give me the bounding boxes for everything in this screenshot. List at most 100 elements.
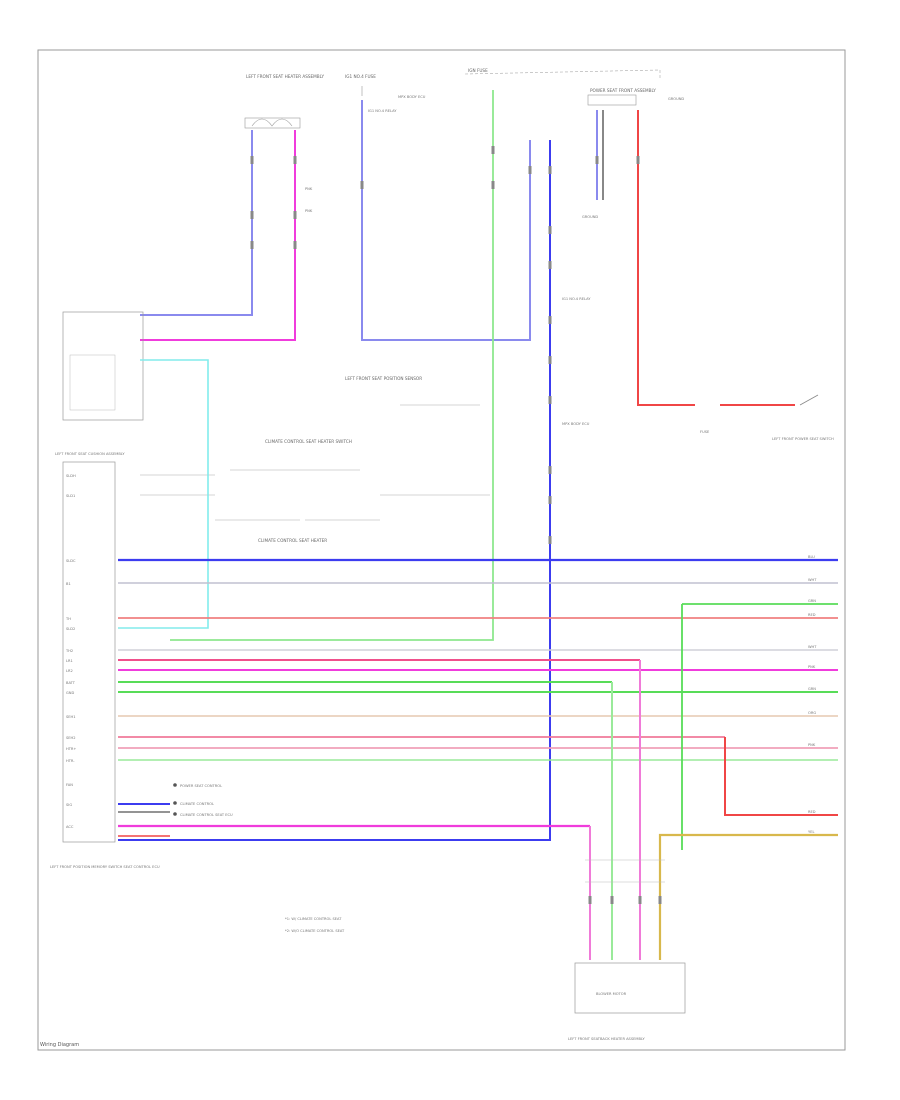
fuse-2-label: IGN FUSE xyxy=(468,68,488,73)
note-2: *2: W/O CLIMATE CONTROL SEAT xyxy=(285,929,345,933)
red-split-label: FUSE xyxy=(700,430,710,434)
connector-mark xyxy=(548,536,552,544)
connector-mark xyxy=(548,261,552,269)
right-switch-label: LEFT FRONT POWER SEAT SWITCH xyxy=(772,437,834,441)
connector-mark xyxy=(636,156,640,164)
pin-label: BATT xyxy=(66,681,76,685)
pin-label: PNK xyxy=(305,209,313,213)
bottom-caption: LEFT FRONT SEATBACK HEATER ASSEMBLY xyxy=(568,1037,645,1041)
ground-top-label: MPX BODY ECU xyxy=(398,95,426,99)
pin-label: PNK xyxy=(305,187,313,191)
connector-mark xyxy=(548,356,552,364)
connector-mark xyxy=(250,211,254,219)
connector-mark xyxy=(360,181,364,189)
connector-mark xyxy=(528,166,532,174)
mid-sensor-label: LEFT FRONT SEAT POSITION SENSOR xyxy=(345,376,422,381)
wire-color-tag: YEL xyxy=(808,830,814,834)
wire-red-right xyxy=(637,110,695,406)
pin-label: B1 xyxy=(66,582,71,586)
connector-mark xyxy=(548,496,552,504)
connector-mark xyxy=(548,226,552,234)
pin-label: HTR- xyxy=(66,759,75,763)
pin-label: SLD1 xyxy=(66,494,75,498)
left-bottom-label: LEFT FRONT POSITION MEMORY SWITCH SEAT C… xyxy=(50,865,160,869)
wire-color-tag: WHT xyxy=(808,578,817,582)
wire-color-tag: GRN xyxy=(808,687,816,691)
pin-label: FAN xyxy=(66,783,73,787)
legend-1: POWER SEAT CONTROL xyxy=(180,784,222,788)
connector-mark xyxy=(610,896,614,904)
connector-mark xyxy=(588,896,592,904)
legend-3: CLIMATE CONTROL SEAT ECU xyxy=(180,813,233,817)
connector-mark xyxy=(293,211,297,219)
note-1: *1: W/ CLIMATE CONTROL SEAT xyxy=(285,917,342,921)
wire-color-tag: ORG xyxy=(808,711,816,715)
bus-wires xyxy=(118,558,838,960)
blue-label-1: IG1 NO.4 RELAY xyxy=(562,297,591,301)
connector-mark xyxy=(491,146,495,154)
footer-code: Wiring Diagram xyxy=(40,1042,79,1048)
blower-label: BLOWER MOTOR xyxy=(596,992,627,996)
pin-label: LR1 xyxy=(66,659,73,663)
pin-label: SLDC xyxy=(66,559,76,563)
legend: POWER SEAT CONTROL CLIMATE CONTROL CLIMA… xyxy=(173,783,233,817)
wire-color-tag: PNK xyxy=(808,743,816,747)
wire-yellow xyxy=(658,833,838,960)
pin-label: TH xyxy=(65,617,71,621)
connector-mark xyxy=(548,466,552,474)
connector-mark xyxy=(293,156,297,164)
pin-label: SIG xyxy=(66,803,72,807)
mid-heater-switch-label: CLIMATE CONTROL SEAT HEATER SWITCH xyxy=(265,439,352,444)
left-box: LEFT FRONT SEAT CUSHION ASSEMBLY LEFT FR… xyxy=(50,311,209,869)
legend-2: CLIMATE CONTROL xyxy=(180,802,214,806)
right-top-label: POWER SEAT FRONT ASSEMBLY xyxy=(590,88,656,93)
blower-group: BLOWER MOTOR LEFT FRONT SEATBACK HEATER … xyxy=(568,660,686,1041)
connector-mark xyxy=(658,896,662,904)
diagram-border xyxy=(37,49,846,1051)
wire-blue-main xyxy=(118,140,551,841)
wire-color-tag: RED xyxy=(808,613,816,617)
wire-color-tag: BLU xyxy=(808,555,815,559)
wire-magenta-heater xyxy=(140,130,296,341)
pin-label: HTR+ xyxy=(66,747,76,751)
stub-label: GROUND xyxy=(582,215,598,219)
connector-marks: BLU WHT GRN RED WHT PNK GRN ORG PNK RED YEL xyxy=(250,146,817,904)
top-heater-label: LEFT FRONT SEAT HEATER ASSEMBLY xyxy=(246,74,324,79)
connector-mark xyxy=(548,396,552,404)
blue-label-2: MPX BODY ECU xyxy=(562,422,590,426)
wire-red-bottom xyxy=(724,737,838,816)
connector-mark xyxy=(595,156,599,164)
wire-blue-heater xyxy=(140,130,253,316)
connector-mark xyxy=(250,241,254,249)
right-top-side: GROUND xyxy=(668,97,684,101)
wire-color-tag: RED xyxy=(808,810,816,814)
connector-mark xyxy=(638,896,642,904)
wire-color-tag: WHT xyxy=(808,645,817,649)
connector-mark xyxy=(293,241,297,249)
fuse-1-label: IG1 NO.4 FUSE xyxy=(345,74,376,79)
pin-label: SEH1 xyxy=(66,715,76,719)
connector-mark xyxy=(491,181,495,189)
pin-label: TH2 xyxy=(65,649,73,653)
left-box-label: LEFT FRONT SEAT CUSHION ASSEMBLY xyxy=(55,452,125,456)
pin-label: LR2 xyxy=(66,669,73,673)
switch-network xyxy=(140,404,490,521)
relay-label: IG1 NO.4 RELAY xyxy=(368,109,397,113)
pin-label: SEH2 xyxy=(66,736,76,740)
connector-mark xyxy=(250,156,254,164)
right-top-group: POWER SEAT FRONT ASSEMBLY GROUND GROUND … xyxy=(582,88,834,441)
connector-mark xyxy=(548,166,552,174)
pin-label: SLD2 xyxy=(66,627,75,631)
wire-green-long xyxy=(170,90,494,641)
fuse-group-2: IGN FUSE xyxy=(118,68,661,841)
mid-bottom-label: CLIMATE CONTROL SEAT HEATER xyxy=(258,538,327,543)
pin-label: SLDH xyxy=(66,474,76,478)
top-heater-group: LEFT FRONT SEAT HEATER ASSEMBLY PNK PNK xyxy=(140,74,324,341)
wire-color-tag: GRN xyxy=(808,599,816,603)
pin-label: ACC xyxy=(66,825,74,829)
fuse-group-1: IG1 NO.4 FUSE IG1 NO.4 RELAY MPX BODY EC… xyxy=(345,74,531,341)
wire-blue-light-loop xyxy=(361,100,531,341)
connector-mark xyxy=(548,316,552,324)
wire-cyan xyxy=(118,359,209,629)
